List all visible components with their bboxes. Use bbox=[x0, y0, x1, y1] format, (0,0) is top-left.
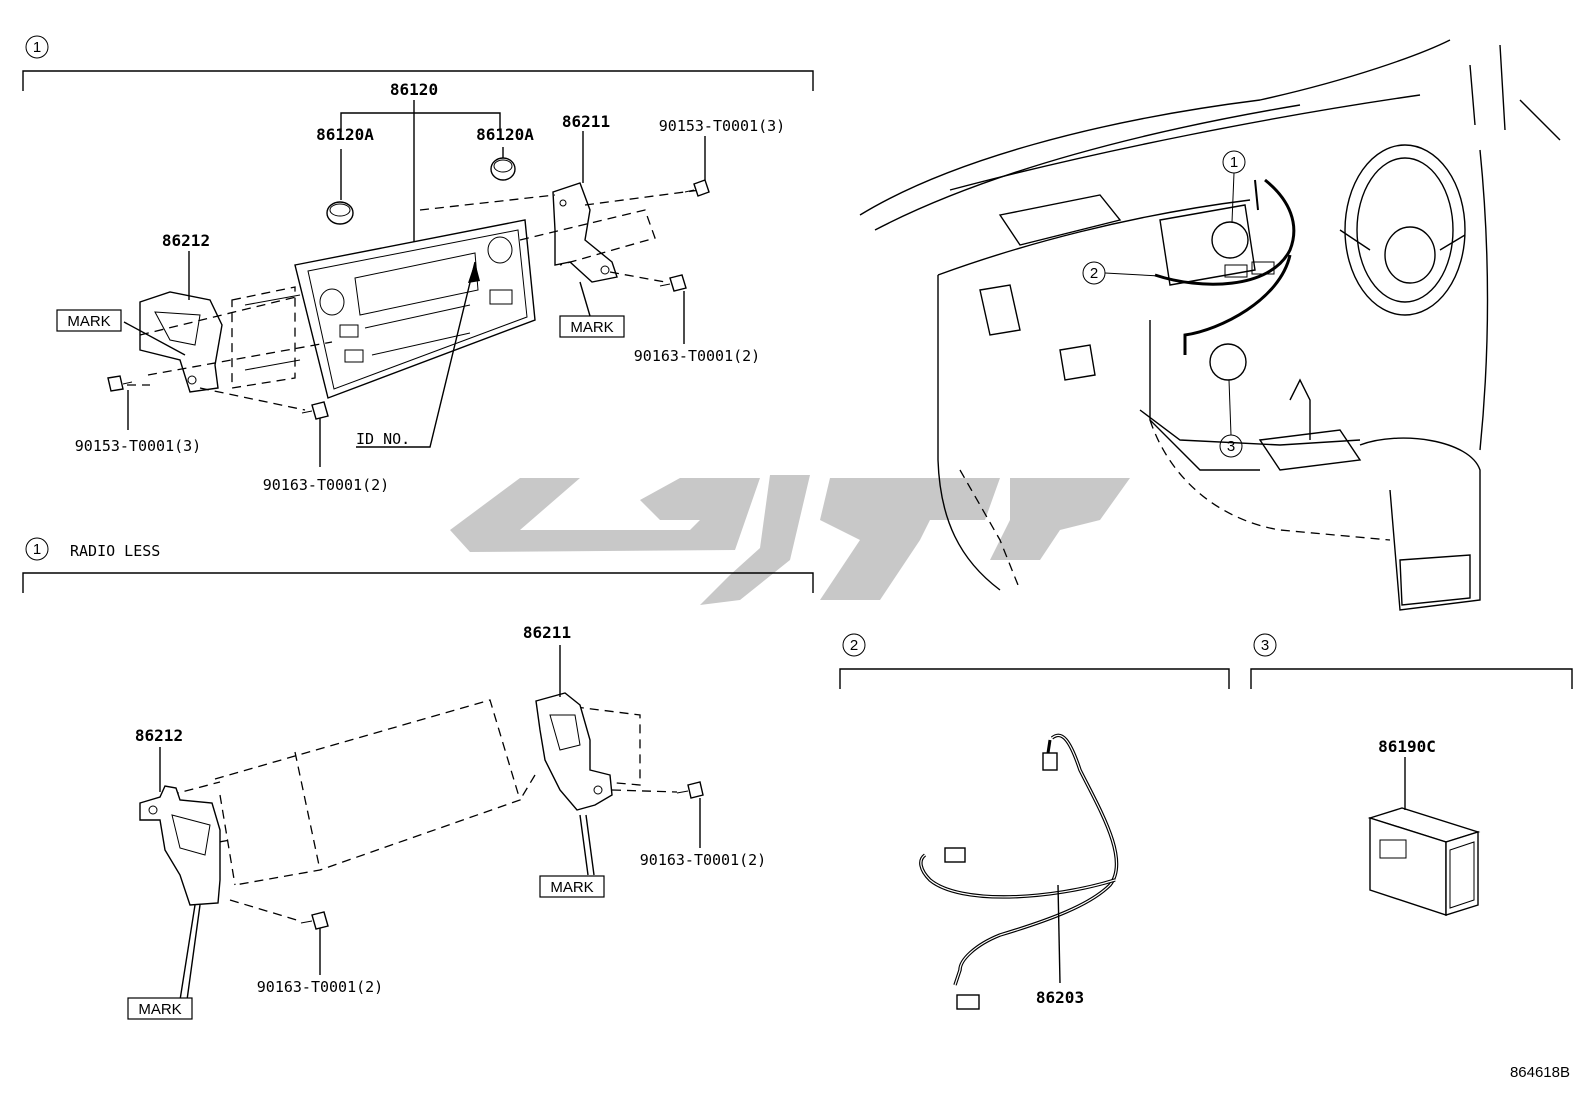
screw-left bbox=[107, 375, 133, 392]
label-mark-top-right: MARK bbox=[570, 319, 613, 336]
label-90163-top-bottom: 90163-T0001(2) bbox=[263, 476, 389, 494]
bracket-86212-bottom bbox=[139, 785, 221, 906]
label-86120A-right: 86120A bbox=[476, 125, 534, 144]
label-90163-top-right: 90163-T0001(2) bbox=[634, 347, 760, 365]
section-1b-circle bbox=[25, 537, 49, 561]
section-1-header: 1 bbox=[22, 35, 814, 91]
radio-face-plate bbox=[294, 219, 536, 399]
label-id-no: ID NO. bbox=[356, 430, 410, 448]
label-90153-top-right: 90153-T0001(3) bbox=[659, 117, 785, 135]
label-90163-bottom-left: 90163-T0001(2) bbox=[257, 978, 383, 996]
screw-mid-right bbox=[659, 274, 687, 292]
label-mark-top-left: MARK bbox=[67, 313, 110, 330]
callout-3-number: 3 bbox=[1227, 438, 1235, 455]
bracket-86211-top bbox=[552, 182, 618, 283]
section-1-radio-less-header: 1 RADIO LESS bbox=[22, 537, 814, 593]
label-90153-top-left: 90153-T0001(3) bbox=[75, 437, 201, 455]
label-86190C: 86190C bbox=[1378, 737, 1436, 756]
label-mark-bottom-right: MARK bbox=[550, 879, 593, 896]
switch-drawing bbox=[1367, 757, 1481, 916]
label-86212-bottom: 86212 bbox=[135, 726, 183, 745]
section-3-number: 3 bbox=[1261, 637, 1269, 654]
connector-left bbox=[944, 847, 966, 863]
section-3-circle bbox=[1253, 633, 1277, 657]
switch-location bbox=[1209, 343, 1247, 381]
watermark-logo bbox=[450, 475, 1130, 605]
screw-bottom bbox=[301, 401, 329, 420]
figure-code: 864618B bbox=[1510, 1064, 1570, 1081]
wire-harness-drawing bbox=[919, 733, 1119, 1010]
connector-bottom bbox=[956, 994, 980, 1010]
screw-bottom-left bbox=[300, 911, 329, 930]
label-86211-bottom: 86211 bbox=[523, 623, 571, 642]
section-2-circle bbox=[842, 633, 866, 657]
label-86203: 86203 bbox=[1036, 988, 1084, 1007]
dashboard-drawing: 1 2 3 bbox=[859, 39, 1561, 611]
screw-bottom-right bbox=[676, 781, 704, 799]
label-86120: 86120 bbox=[390, 80, 438, 99]
bracket-86211-bottom bbox=[535, 692, 613, 811]
section-2-number: 2 bbox=[850, 637, 858, 654]
section-3-header: 3 bbox=[1250, 633, 1573, 689]
section-1-number: 1 bbox=[33, 39, 41, 56]
label-mark-bottom-left: MARK bbox=[138, 1001, 181, 1018]
radio-location bbox=[1211, 221, 1249, 259]
steering-wheel bbox=[1344, 144, 1466, 316]
section-1-circle bbox=[25, 35, 49, 59]
screw-top-right bbox=[684, 179, 710, 197]
section-1b-number: 1 bbox=[33, 541, 41, 558]
knob-left bbox=[326, 201, 354, 225]
callout-2-number: 2 bbox=[1090, 265, 1098, 282]
radio-assembly-drawing bbox=[107, 100, 710, 467]
label-90163-bottom-right: 90163-T0001(2) bbox=[640, 851, 766, 869]
connector-top bbox=[1042, 752, 1058, 771]
label-86120A-left: 86120A bbox=[316, 125, 374, 144]
radio-less-caption: RADIO LESS bbox=[70, 542, 160, 560]
label-86211-top: 86211 bbox=[562, 112, 610, 131]
label-86212-top: 86212 bbox=[162, 231, 210, 250]
radio-less-drawing bbox=[139, 645, 704, 1001]
section-2-header: 2 bbox=[839, 633, 1230, 689]
callout-1-number: 1 bbox=[1230, 154, 1238, 171]
